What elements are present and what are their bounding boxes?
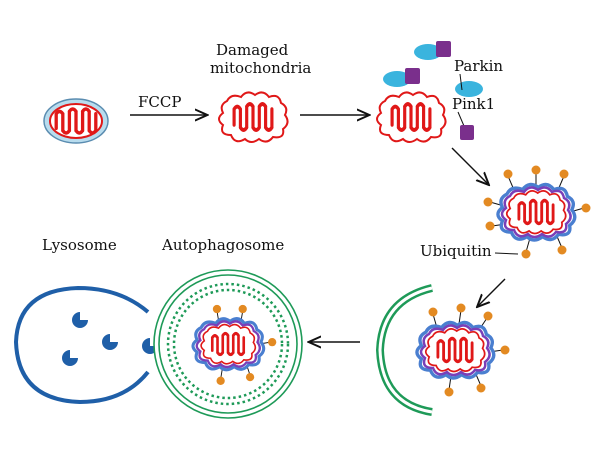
lysosome (13, 285, 158, 405)
ubiquitin-label: Ubiquitin (420, 242, 492, 260)
phagophore-stage (375, 284, 510, 416)
ubiquitin-dots (483, 165, 591, 259)
arrow-ubiquitination (451, 147, 488, 184)
parkin-icon (455, 81, 483, 97)
healthy-mitochondrion (43, 98, 109, 144)
ubiquitinated-mitochondrion (483, 165, 591, 259)
parkin-icon (414, 41, 451, 60)
pink1-label: Pink1 (452, 95, 496, 113)
parkin-recruitment-stage (376, 41, 483, 143)
parkin-label: Parkin (454, 57, 504, 75)
lysosome-label: Lysosome (42, 236, 117, 254)
damaged-mitochondrion (218, 91, 289, 143)
autophagosome (153, 269, 303, 419)
pink1-icon (460, 125, 474, 140)
fccp-label: FCCP (138, 93, 182, 111)
damaged-mitochondria-label-line1: Damaged (216, 41, 289, 59)
damaged-mitochondria-label-line2: mitochondria (210, 59, 312, 77)
arrow-engulfment (478, 278, 506, 306)
hydrolase-icons (62, 312, 158, 366)
parkin-icon (383, 68, 420, 87)
autophagosome-label: Autophagosome (162, 236, 285, 254)
